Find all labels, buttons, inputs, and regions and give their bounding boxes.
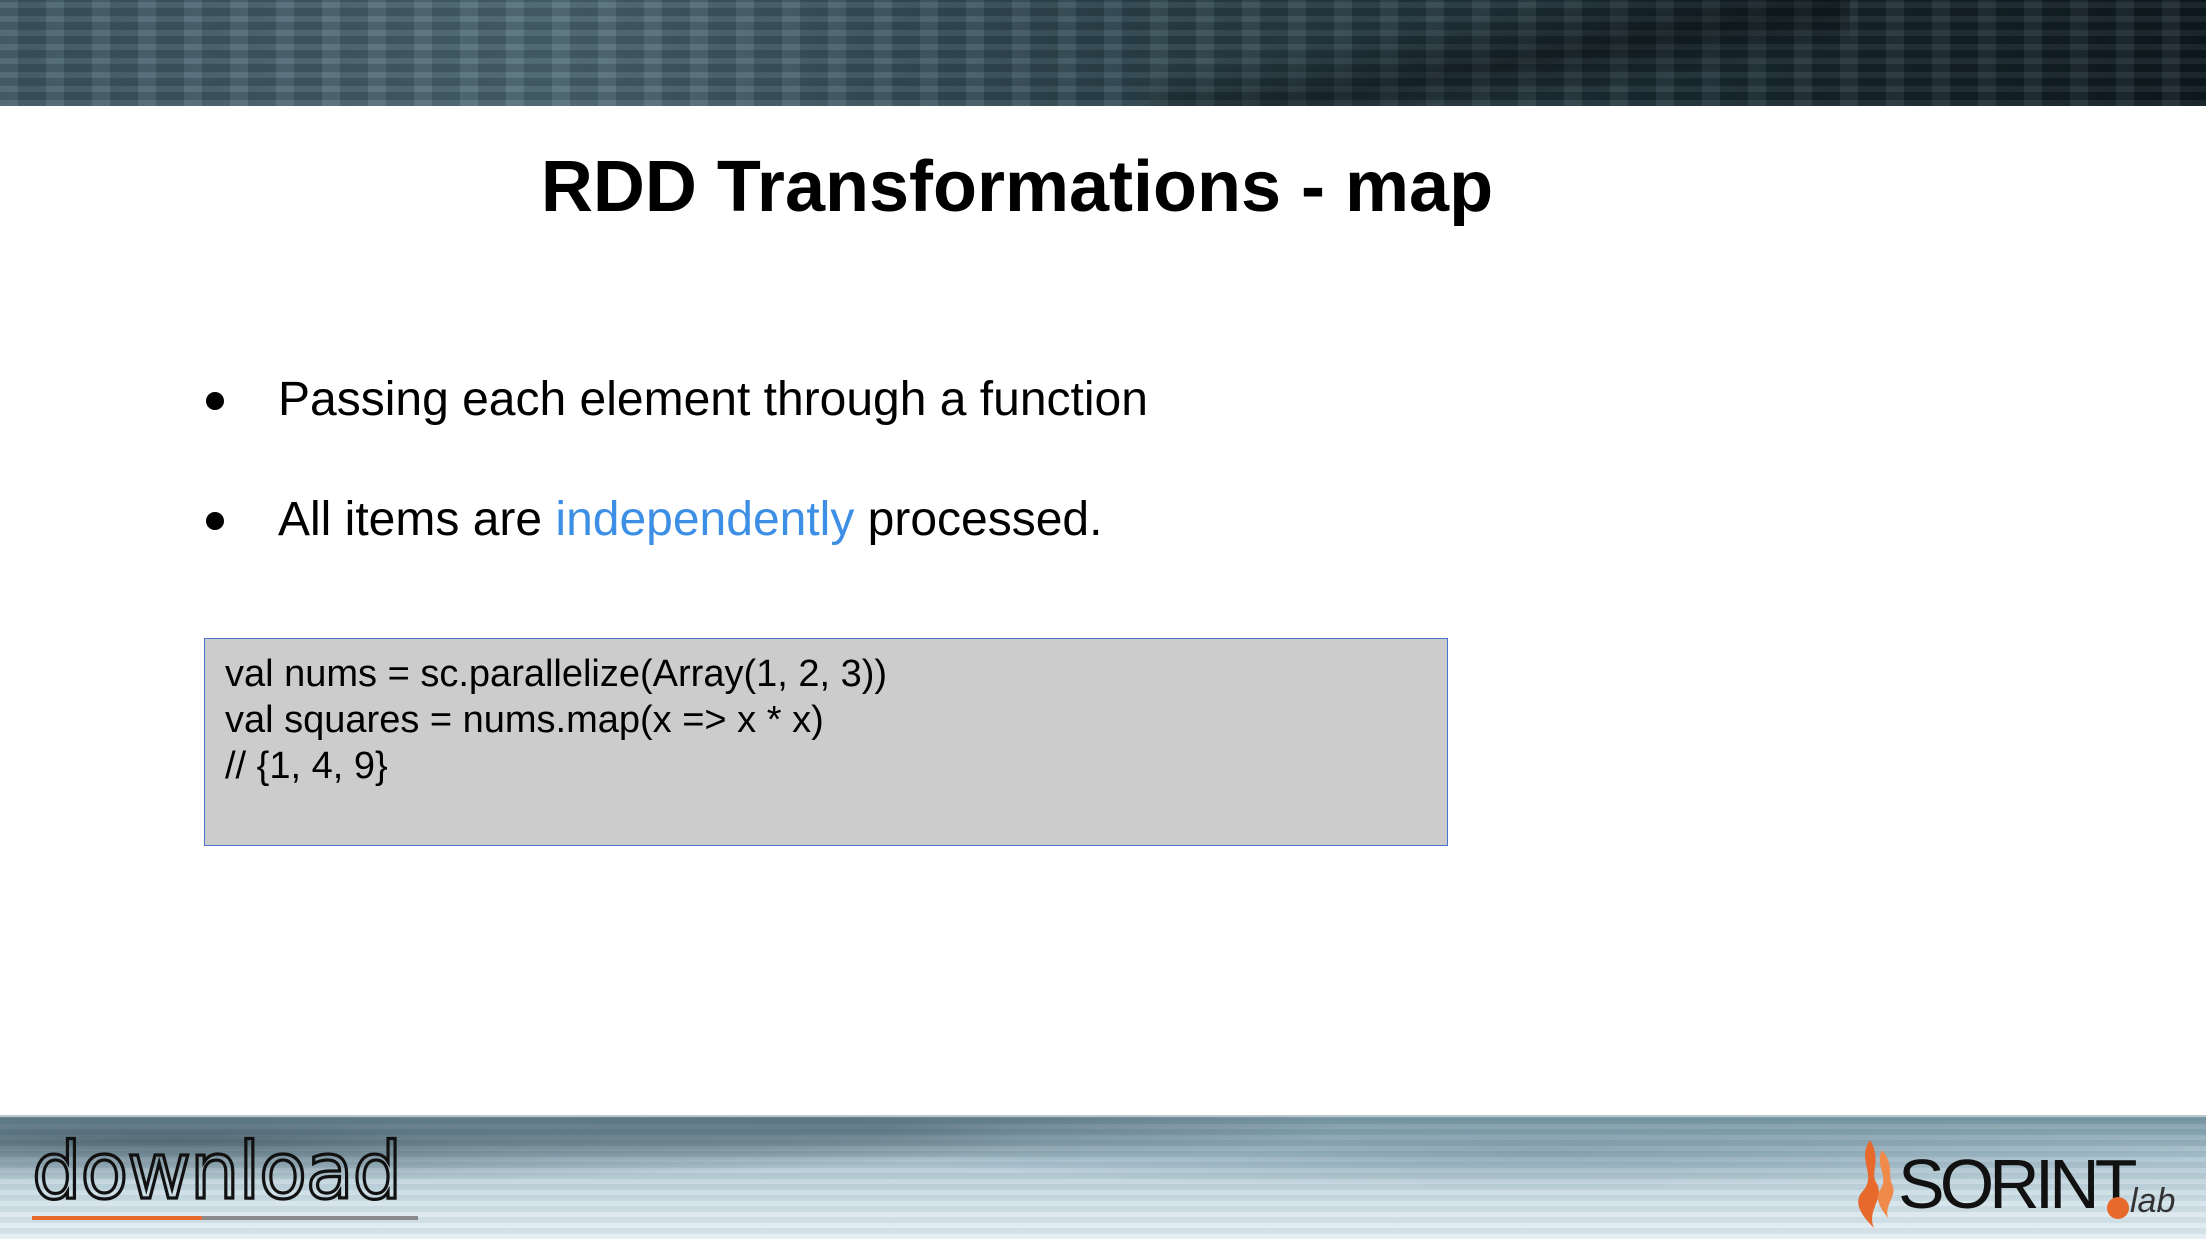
sorint-dot-icon (2107, 1197, 2129, 1219)
bullet-dot-icon (206, 392, 224, 410)
bullet-text-before: All items are (278, 493, 556, 546)
bullet-item: All items are independently processed. (204, 490, 1704, 550)
bullet-text-after: processed. (854, 493, 1103, 546)
code-line: val squares = nums.map(x => x * x) (225, 699, 824, 741)
sorint-logo-text: SORINT (1898, 1145, 2137, 1223)
download-underline-gray (202, 1216, 418, 1220)
bullet-item: Passing each element through a function (204, 370, 1704, 430)
download-logo: download (30, 1132, 418, 1220)
sorint-logo: SORINT lab (1858, 1140, 2175, 1228)
download-underline-orange (32, 1216, 202, 1220)
code-line: val nums = sc.parallelize(Array(1, 2, 3)… (225, 653, 888, 695)
sorint-lab-text: lab (2130, 1182, 2175, 1220)
bullet-highlight-text: independently (555, 493, 855, 546)
top-banner-image (0, 0, 2206, 106)
bullet-list: Passing each element through a function … (204, 370, 1704, 610)
sorint-flame-icon (1858, 1140, 1894, 1228)
slide-title: RDD Transformations - map (540, 147, 1494, 227)
code-block: val nums = sc.parallelize(Array(1, 2, 3)… (204, 638, 1448, 846)
code-line: // {1, 4, 9} (225, 745, 388, 787)
bullet-text: Passing each element through a function (278, 373, 1148, 426)
bullet-dot-icon (206, 512, 224, 530)
download-logo-text: download (32, 1132, 401, 1217)
